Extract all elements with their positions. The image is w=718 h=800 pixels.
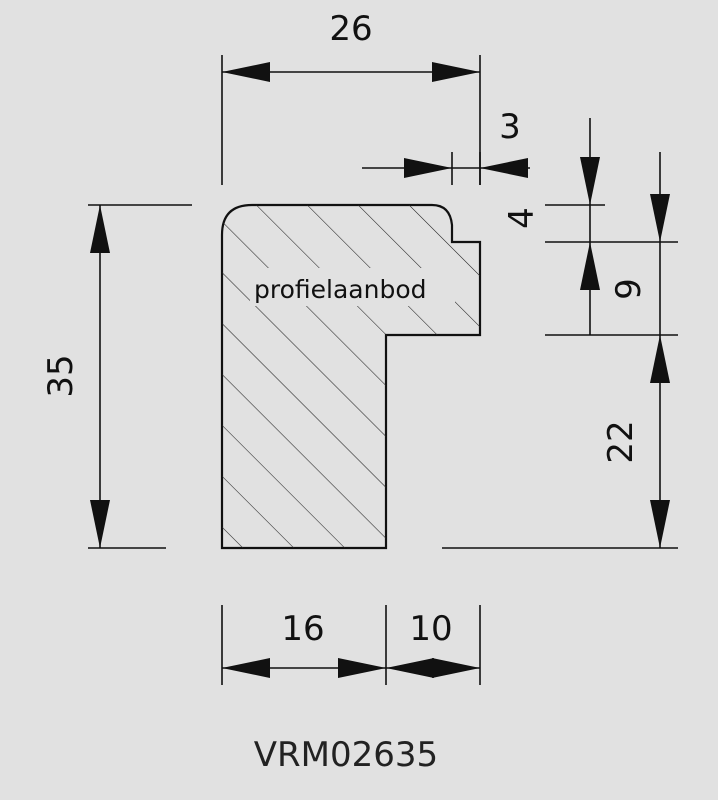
dim-label-10: 10 (409, 609, 452, 649)
product-code: VRM02635 (254, 735, 438, 775)
profile-hatch (222, 205, 480, 548)
dimension-height-total: 35 (41, 204, 192, 549)
dim-label-4: 4 (502, 207, 542, 229)
watermark-text: profielaanbod (254, 275, 427, 304)
dim-label-35: 35 (41, 354, 81, 397)
dim-label-26: 26 (329, 9, 372, 49)
dim-label-3: 3 (499, 107, 521, 147)
dimension-base: 16 10 (221, 605, 481, 685)
dimension-width-total: 26 (221, 9, 481, 185)
profile-section: profielaanbod (220, 203, 482, 550)
dim-label-16: 16 (281, 609, 324, 649)
dim-label-22: 22 (601, 420, 641, 463)
dimension-right-stack: 4 9 22 (442, 118, 678, 549)
dimension-offset-top: 3 (362, 107, 530, 185)
dim-label-9: 9 (609, 278, 649, 300)
